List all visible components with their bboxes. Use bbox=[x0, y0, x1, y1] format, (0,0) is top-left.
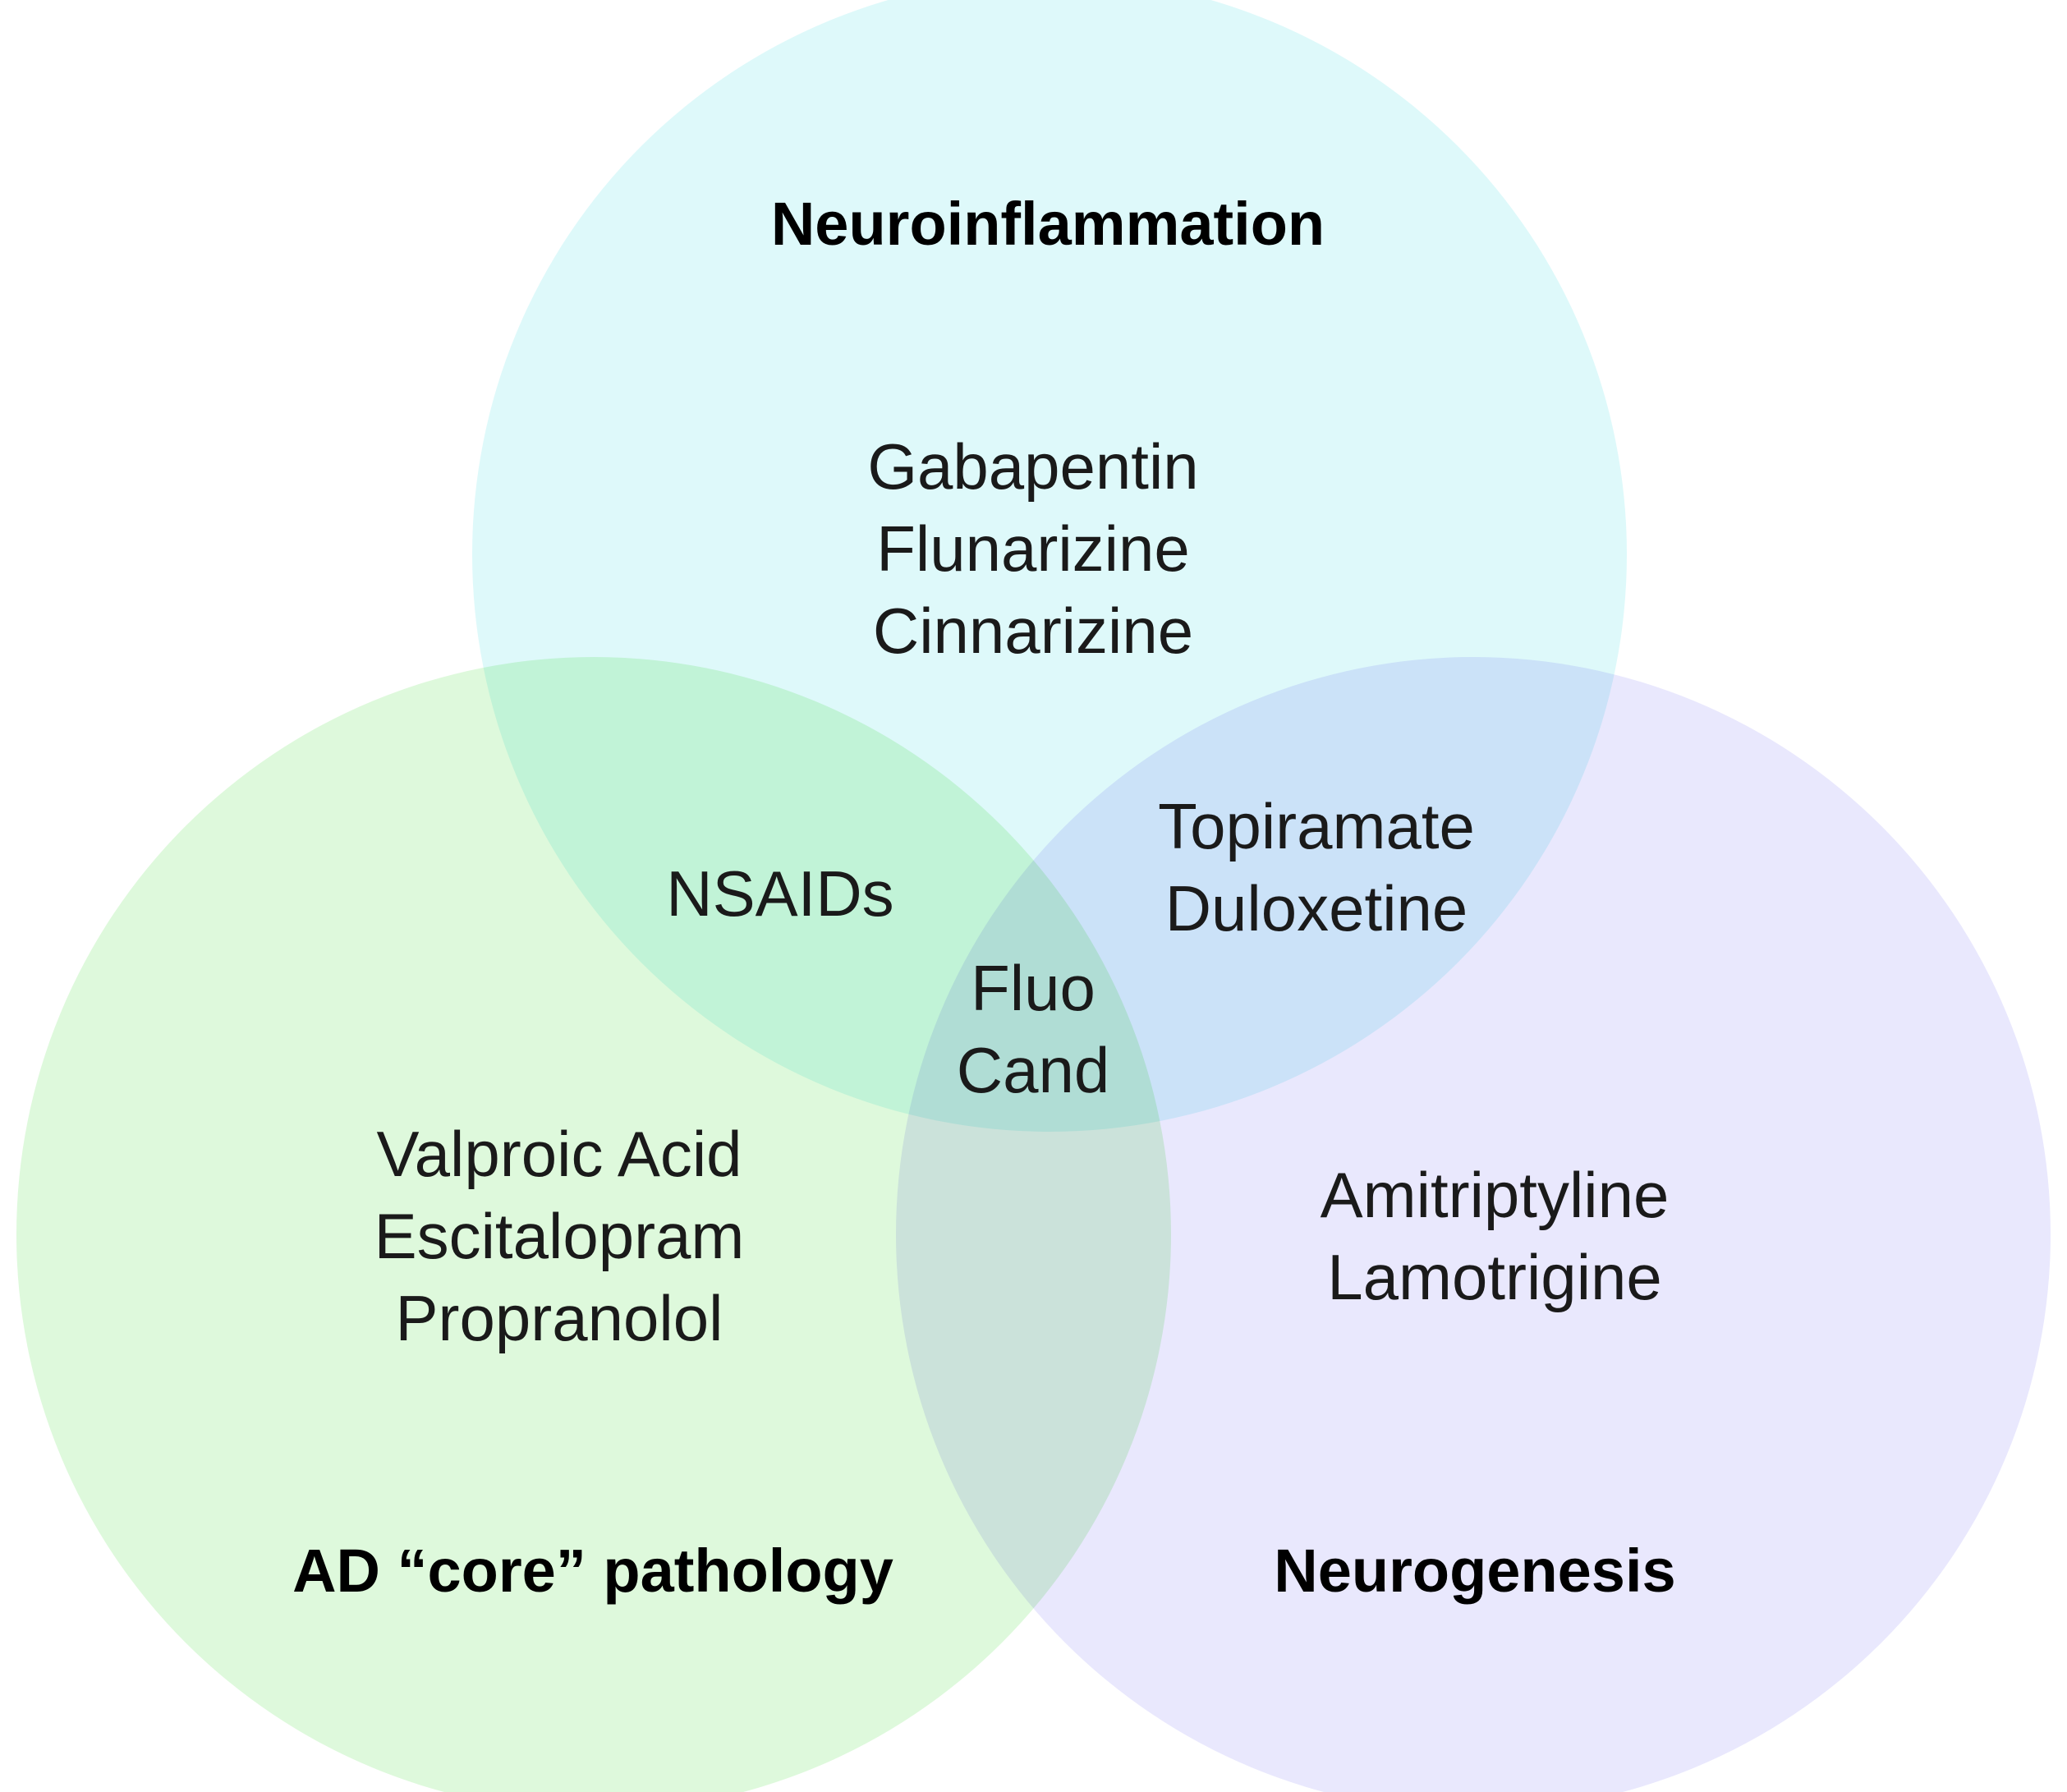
intersection-all-member: Cand bbox=[957, 1034, 1109, 1106]
ad-core-pathology-member: Propranolol bbox=[396, 1282, 723, 1354]
neuroinflammation-member: Flunarizine bbox=[876, 512, 1190, 585]
neuroinflammation-title: Neuroinflammation bbox=[771, 190, 1325, 258]
ad-core-pathology-title: AD “core” pathology bbox=[292, 1537, 893, 1605]
intersection-all-member: Fluo bbox=[971, 952, 1096, 1024]
ad-core-pathology-circle bbox=[16, 657, 1171, 1792]
neuroinflammation-member: Cinnarizine bbox=[873, 595, 1193, 667]
intersection-neuroinflammation-neurogenesis-member: Duloxetine bbox=[1165, 872, 1468, 944]
intersection-neuroinflammation-ad-core-member: NSAIDs bbox=[666, 857, 893, 930]
neurogenesis-member: Lamotrigine bbox=[1327, 1241, 1662, 1313]
neurogenesis-circle bbox=[896, 657, 2051, 1792]
intersection-neuroinflammation-neurogenesis-member: Topiramate bbox=[1158, 790, 1475, 862]
neuroinflammation-member: Gabapentin bbox=[867, 430, 1198, 503]
neurogenesis-member: Amitriptyline bbox=[1321, 1159, 1670, 1231]
ad-core-pathology-member: Escitalopram bbox=[374, 1200, 745, 1272]
ad-core-pathology-member: Valproic Acid bbox=[376, 1118, 742, 1190]
neurogenesis-title: Neurogenesis bbox=[1274, 1537, 1675, 1605]
